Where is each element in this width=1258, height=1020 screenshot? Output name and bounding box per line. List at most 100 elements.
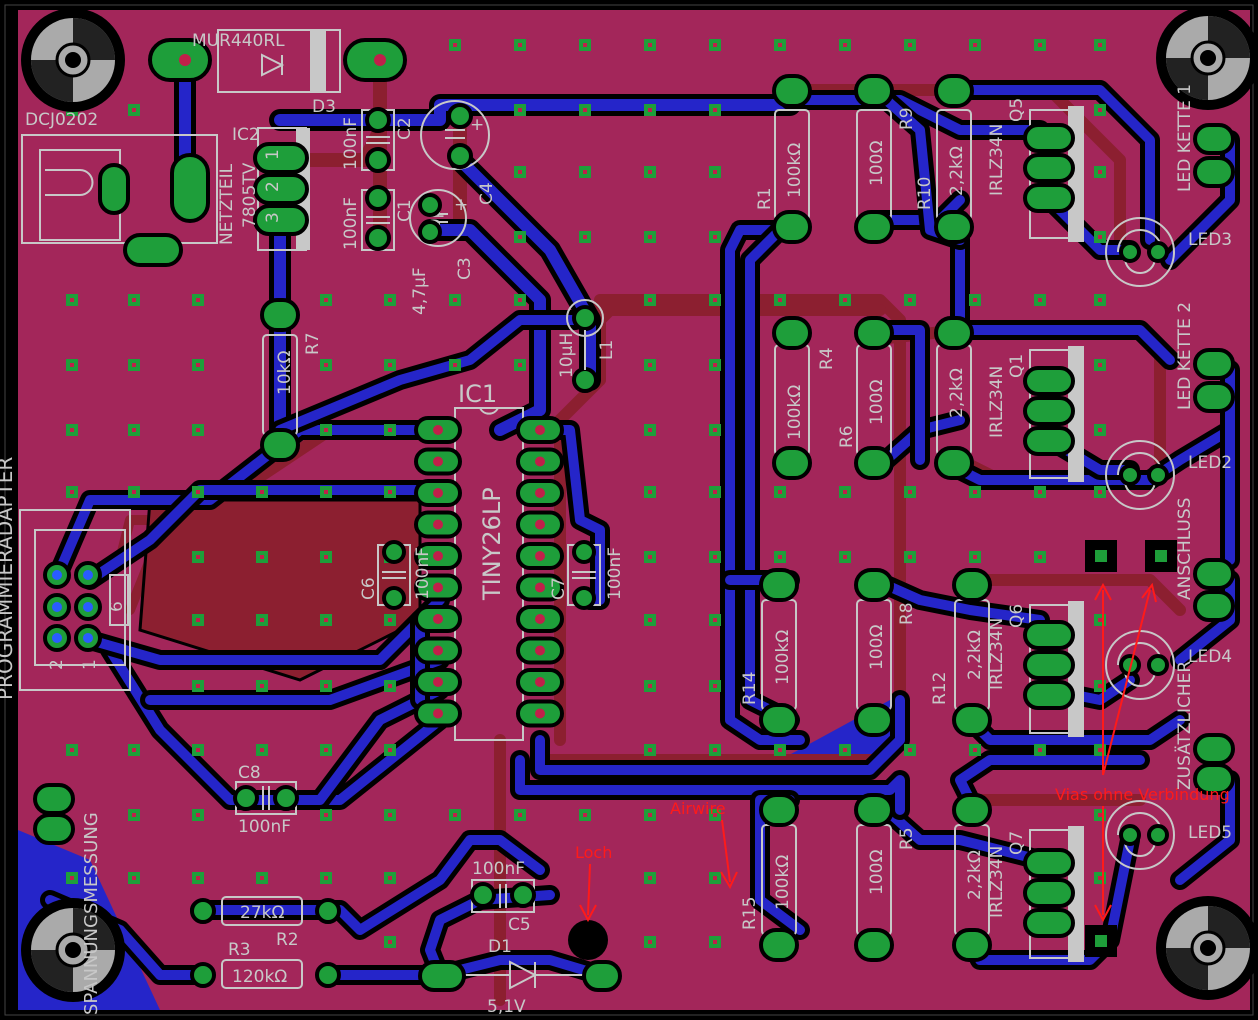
c6-name: C6	[359, 577, 379, 600]
annotation-vias: Vias ohne Verbindung	[1055, 785, 1230, 804]
anschluss-pad-2	[1193, 590, 1235, 622]
isp-connector-label: PROGRAMMIERADAPTER	[0, 457, 17, 700]
resistor-r14[interactable]: R14 100kΩ	[740, 568, 799, 737]
r8-pad-1	[854, 568, 894, 602]
q7-pad-3	[1023, 908, 1075, 938]
resistor-r1[interactable]: R1 100kΩ	[755, 74, 812, 244]
ic2-regulator[interactable]: 1 2 3 IC2 7805TV	[232, 125, 310, 251]
r2-pad-1	[190, 898, 216, 924]
dc-jack-name: DCJ0202	[25, 110, 98, 130]
c8-name: C8	[238, 763, 261, 783]
resistor-r3[interactable]: 120kΩ R3	[190, 940, 341, 989]
transistor-q5[interactable]: Q5 IRLZ34N	[987, 98, 1084, 242]
led3-pad-2	[1147, 241, 1169, 263]
r12-value: 2,2kΩ	[965, 630, 985, 680]
resistor-r10[interactable]: R10 2,2kΩ	[915, 74, 974, 244]
r9-pad-2	[854, 210, 894, 244]
led5-pad-2	[1147, 824, 1169, 846]
annotations: Loch Airwire Vias ohne Verbindung	[575, 582, 1230, 923]
connector-anschluss[interactable]: ANSCHLUSS	[1175, 498, 1235, 622]
capacitor-c3[interactable]: + C3 4,7µF	[409, 189, 475, 315]
capacitor-c7[interactable]: C7 100nF	[549, 540, 625, 610]
capacitor-c5[interactable]: 100nF C5	[470, 859, 536, 935]
svg-text:+: +	[454, 195, 468, 215]
resistor-r12[interactable]: R12 2,2kΩ	[930, 568, 992, 737]
c1-pad-1	[365, 185, 391, 211]
dc-jack[interactable]: DCJ0202 NETZTEIL	[21, 110, 237, 267]
c4-name: C4	[477, 182, 497, 205]
dc-jack-pad-switch	[123, 233, 183, 267]
capacitor-c6[interactable]: C6 100nF	[359, 540, 433, 610]
connector-led-kette-1[interactable]: LED KETTE 1	[1175, 84, 1235, 192]
r14-value: 100kΩ	[773, 630, 793, 685]
resistor-r6[interactable]: R6 100Ω	[837, 316, 894, 480]
unconnected-vias	[1085, 540, 1177, 957]
resistor-r5[interactable]: R5 100Ω	[854, 793, 917, 962]
resistor-r13[interactable]: 2,2kΩ	[952, 793, 992, 962]
ic2-pin1-label: 1	[263, 149, 283, 160]
r10-value: 2,2kΩ	[947, 146, 967, 196]
mounting-hole-top-left	[21, 8, 125, 112]
r2-name: R2	[276, 930, 299, 950]
q5-value: IRLZ34N	[987, 124, 1007, 196]
c3-pad-2	[418, 220, 442, 244]
ic1-value: TINY26LP	[478, 487, 506, 601]
l1-name: L1	[597, 340, 617, 360]
r2-pad-2	[315, 898, 341, 924]
capacitor-c1[interactable]: C1 100nF	[341, 185, 415, 251]
diode-d3[interactable]: MUR440RL D3	[148, 29, 407, 117]
r15-pad-1	[759, 793, 799, 827]
transistor-q1[interactable]: Q1 IRLZ34N	[987, 346, 1084, 482]
resistor-r7[interactable]: R7 10kΩ	[260, 298, 323, 462]
r11-value: 2,2kΩ	[947, 368, 967, 418]
annotation-loch: Loch	[575, 843, 612, 862]
led5-pad-1	[1119, 824, 1141, 846]
led-kette-2-label: LED KETTE 2	[1175, 302, 1195, 410]
resistor-r2[interactable]: 27kΩ R2	[190, 896, 341, 950]
led-5[interactable]: LED5	[1105, 800, 1232, 870]
q6-pad-3	[1023, 680, 1075, 710]
r6-pad-1	[854, 316, 894, 350]
transistor-q6[interactable]: Q6 IRLZ34N	[987, 601, 1084, 737]
spannung-pad-1	[33, 783, 75, 815]
connector-zusatzlicher[interactable]: ZUSÄTZLICHER	[1174, 661, 1235, 795]
connector-led-kette-2[interactable]: LED KETTE 2	[1175, 302, 1235, 413]
voltage-measure-header[interactable]: SPANNUNGSMESSUNG	[33, 783, 102, 1015]
transistor-q7[interactable]: Q7 IRLZ34N	[987, 826, 1084, 962]
r15-pad-2	[759, 928, 799, 962]
r7-name: R7	[303, 332, 323, 355]
isp-header[interactable]: 2 1 6 PROGRAMMIERADAPTER	[0, 457, 131, 700]
c5-pad-2	[510, 882, 536, 908]
mounting-hole-bottom-right	[1156, 896, 1258, 1000]
capacitor-c8[interactable]: C8 100nF	[233, 763, 299, 837]
led-2[interactable]: LED2	[1105, 440, 1232, 510]
c2-pad-2	[365, 147, 391, 173]
r10-pad-1	[934, 74, 974, 108]
q1-name: Q1	[1007, 354, 1027, 378]
r12-pad-1	[952, 568, 992, 602]
loch-hole	[568, 920, 608, 960]
q5-pad-3	[1023, 183, 1075, 213]
diode-d1[interactable]: D1 5,1V	[418, 937, 622, 1017]
resistor-r15[interactable]: R15 100kΩ	[740, 793, 799, 962]
ic1-microcontroller[interactable]: IC1 TINY26LP	[414, 380, 564, 741]
inductor-l1[interactable]: L1 10µH	[557, 299, 617, 393]
resistor-r4[interactable]: R4 100kΩ	[772, 316, 837, 480]
q5-pad-2	[1023, 153, 1075, 183]
c4-pad-1	[447, 103, 473, 129]
resistor-r9[interactable]: R9 100Ω	[854, 74, 917, 244]
r1-pad-2	[772, 210, 812, 244]
via-grid	[66, 39, 1106, 948]
r9-pad-1	[854, 74, 894, 108]
led-3[interactable]: LED3	[1105, 217, 1232, 287]
zusatz-pad-2	[1193, 763, 1235, 795]
resistor-r8[interactable]: R8 100Ω	[854, 568, 917, 737]
resistor-r11[interactable]: 2,2kΩ	[934, 316, 974, 480]
capacitor-c2[interactable]: C2 100nF	[341, 107, 415, 173]
ic2-name: IC2	[232, 125, 260, 145]
q6-name: Q6	[1007, 604, 1027, 628]
r8-value: 100Ω	[867, 625, 887, 670]
r1-name: R1	[755, 187, 775, 210]
r6-pad-2	[854, 446, 894, 480]
c8-pad-1	[233, 785, 259, 811]
